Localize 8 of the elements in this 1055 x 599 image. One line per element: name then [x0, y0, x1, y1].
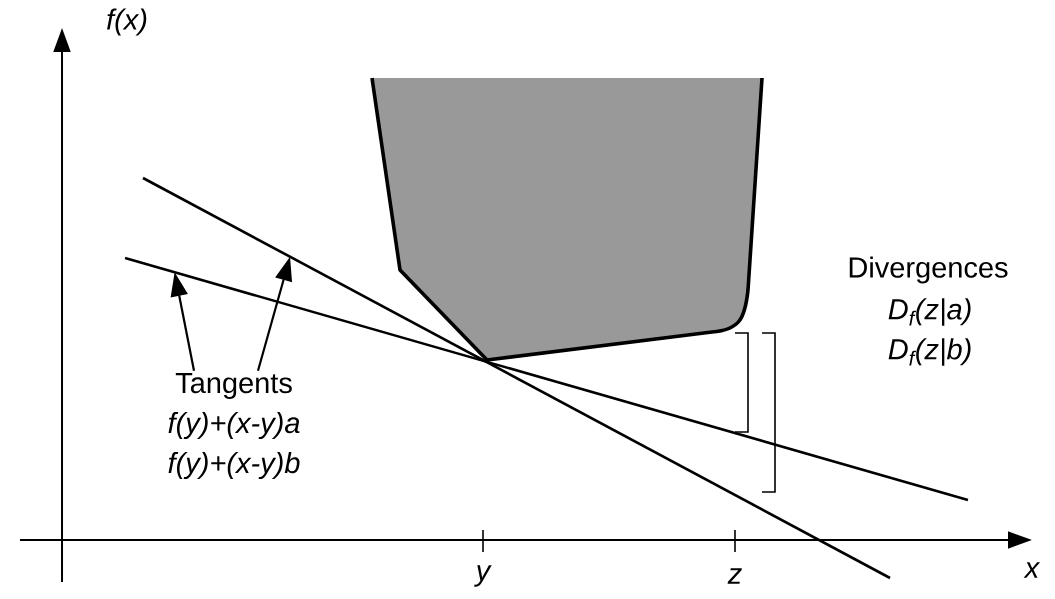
axis-tick-label: z [727, 568, 742, 584]
axis-label: f(x) [107, 8, 147, 36]
divergence-formula: D$_{f}$(z|a) [888, 298, 971, 326]
axis-label: x [1023, 562, 1041, 578]
divergences-label: Divergences [849, 256, 1008, 284]
axis-tick-label: y [474, 565, 492, 587]
tangents-label: Tangents f(y)+(x-y)a f(y)+(x-y)b [168, 373, 300, 479]
divergence-formula: D$_{f}$(z|b) [888, 338, 971, 366]
